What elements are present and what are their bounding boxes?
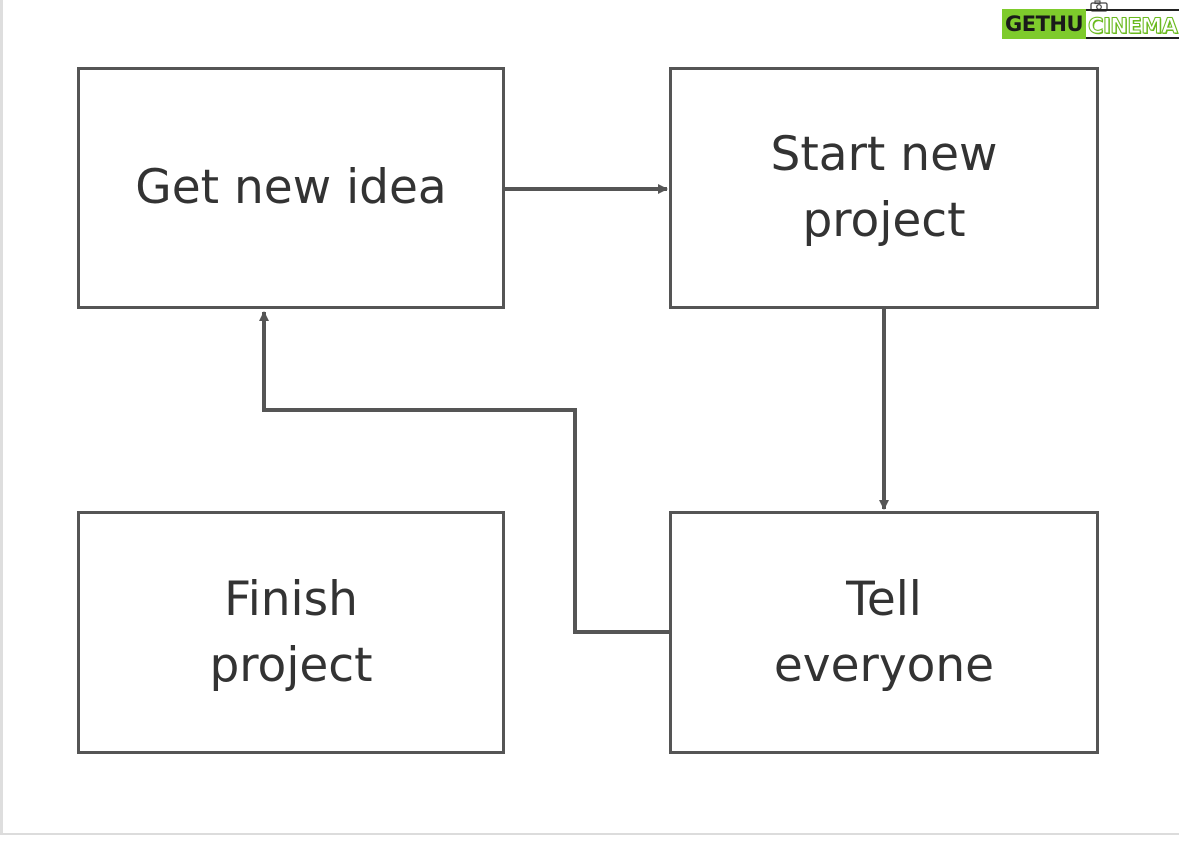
watermark-text: GETHU CINEMA: [1002, 9, 1179, 39]
node-label-start-new-project: Start new project: [770, 127, 998, 248]
node-finish-project: Finish project: [77, 511, 505, 754]
frame-border-bottom: [0, 833, 1179, 835]
node-label-finish-project: Finish project: [209, 571, 373, 693]
watermark-logo: GETHU CINEMA: [1002, 0, 1179, 46]
node-get-new-idea: Get new idea: [77, 67, 505, 309]
watermark-text-part2: CINEMA: [1086, 9, 1179, 39]
frame-border-left: [0, 0, 3, 834]
edge-tell-everyone-to-get-idea: [259, 311, 669, 634]
watermark-text-part1: GETHU: [1002, 9, 1087, 39]
node-tell-everyone: Tell everyone: [669, 511, 1099, 754]
node-start-new-project: Start new project: [669, 67, 1099, 309]
camera-icon: [1090, 0, 1108, 12]
node-label-get-new-idea: Get new idea: [135, 160, 447, 215]
node-label-tell-everyone: Tell everyone: [773, 571, 995, 693]
